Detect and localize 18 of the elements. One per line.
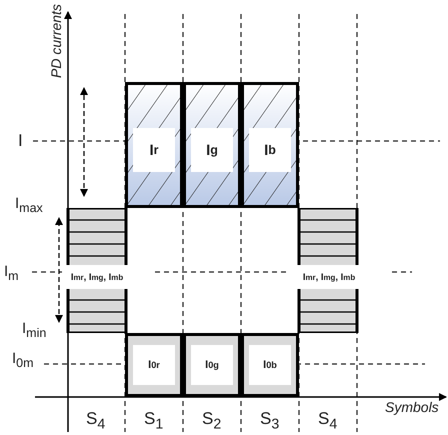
- axis-title: Symbols: [385, 400, 439, 414]
- current-bar: [183, 82, 241, 208]
- current-bar: [241, 82, 299, 208]
- axis-title: PD currents: [49, 4, 63, 78]
- current-bar: [183, 333, 241, 397]
- current-bar: [125, 333, 183, 397]
- symbol-label: S$_{2}$: [202, 410, 222, 432]
- symbol-label: S$_{1}$: [144, 410, 164, 432]
- symbol-label: S$_{4}$: [318, 410, 338, 432]
- level-label: I$_{min}$: [22, 321, 46, 340]
- current-bar: [241, 333, 299, 397]
- level-label: I$_{m}$: [4, 264, 19, 282]
- level-label: I$_{0m}$: [12, 351, 34, 370]
- symbol-label: S$_{4}$: [86, 410, 106, 432]
- current-bar: [125, 82, 183, 208]
- symbol-label: S$_{3}$: [260, 410, 280, 432]
- level-label: I: [18, 132, 23, 149]
- level-label: I$_{max}$: [15, 196, 43, 214]
